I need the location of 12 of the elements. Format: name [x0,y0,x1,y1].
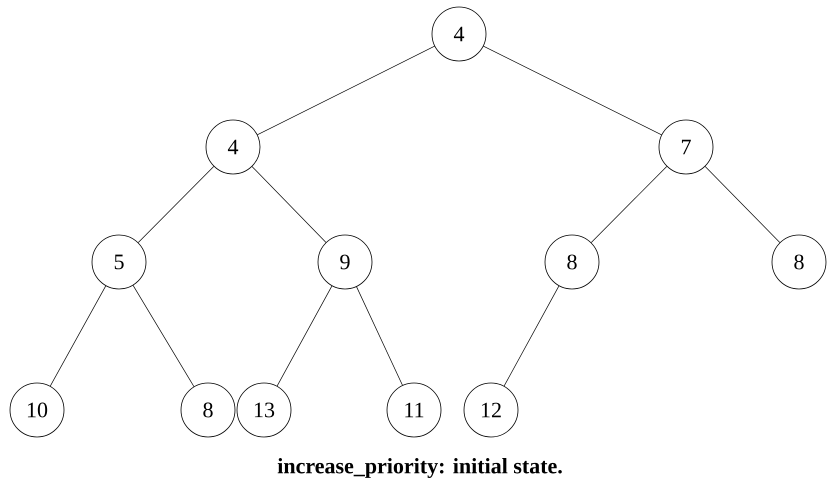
tree-edge [252,166,326,243]
tree-edge [704,166,780,243]
tree-edge [138,166,214,243]
tree-edge [50,286,106,386]
tree-edge [257,46,435,136]
caption: increase_priority: initial state. [278,458,562,478]
tree-edge [132,285,194,387]
tree-edge [356,286,403,386]
tree-edge [276,286,332,386]
tree-edge [504,286,560,386]
tree-edge [590,166,668,243]
tree-edge [483,46,662,136]
